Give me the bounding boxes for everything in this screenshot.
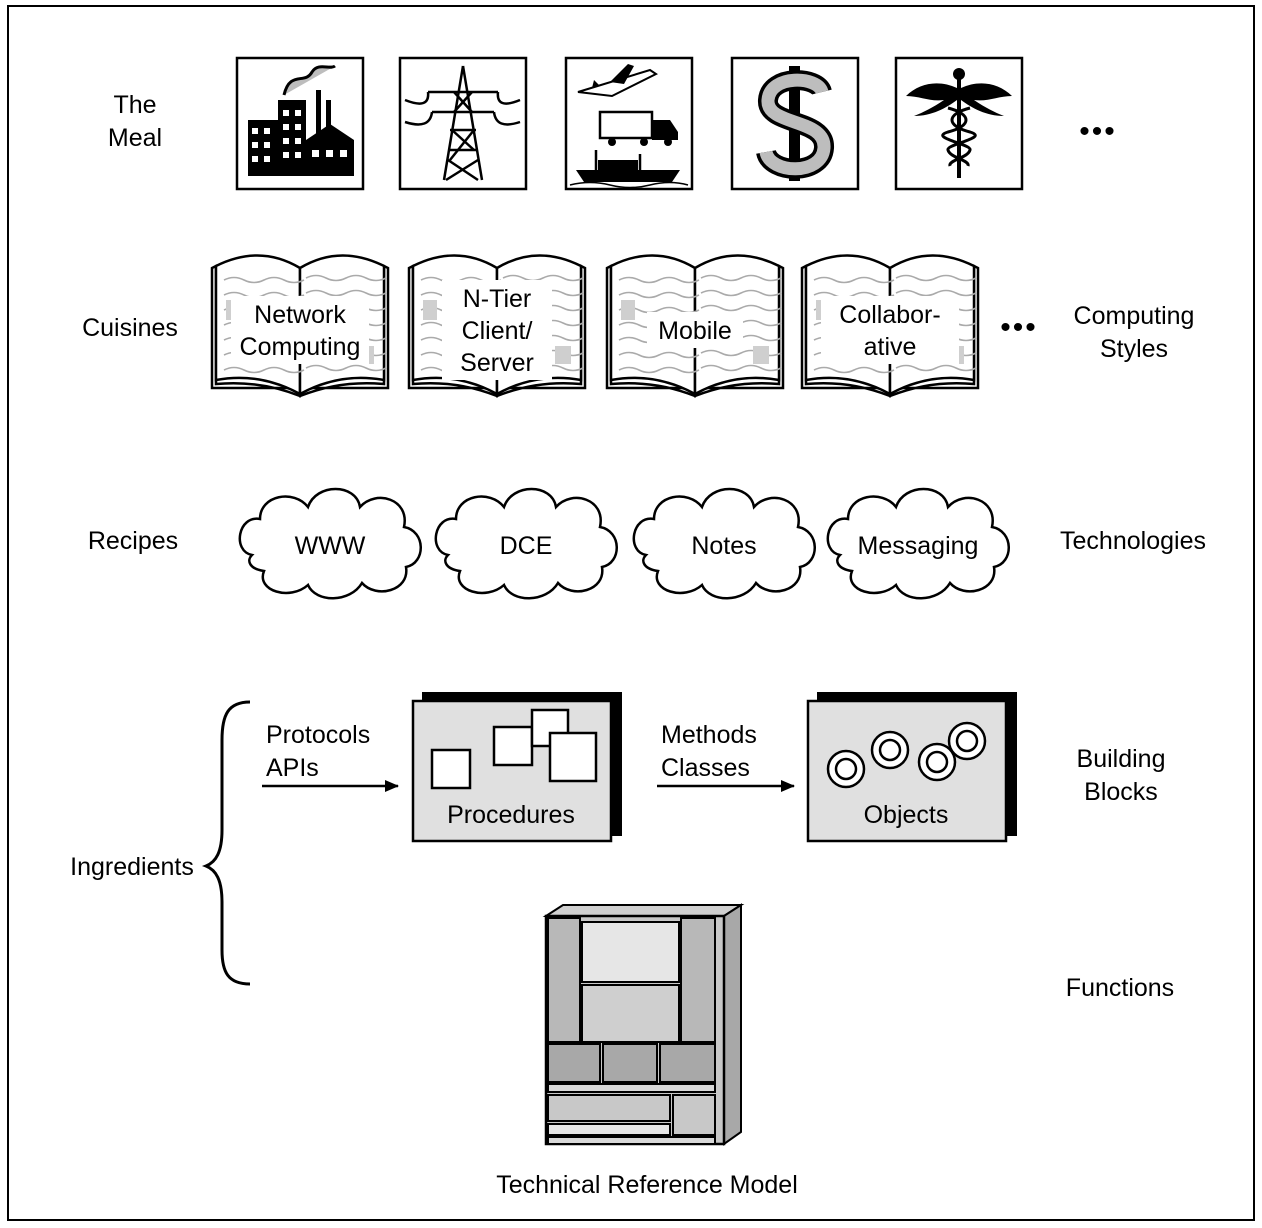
cloud-3-label: Notes — [691, 532, 756, 560]
cloud-1-label: WWW — [295, 532, 366, 560]
procedures-label: Procedures — [447, 801, 575, 829]
ingredients-label: Ingredients — [70, 853, 194, 881]
book-1-label-line2: Computing — [240, 333, 361, 361]
meal-label-line1: The — [113, 91, 156, 119]
meal-ellipsis: ••• — [1079, 115, 1117, 148]
cuisines-ellipsis: ••• — [1000, 311, 1038, 344]
building-blocks-label-line2: Blocks — [1084, 778, 1158, 806]
procedure-square-4 — [548, 731, 598, 783]
transportation-icon — [564, 56, 694, 191]
recipes-label: Recipes — [88, 527, 178, 555]
technical-reference-model-cabinet — [542, 903, 745, 1146]
cloud-1: WWW — [238, 487, 422, 600]
book-3-label-line1: Mobile — [658, 317, 732, 345]
objects-panel: Objects — [806, 692, 1017, 843]
book-2-label-line3: Server — [460, 349, 534, 377]
computing-styles-label-line1: Computing — [1074, 302, 1195, 330]
cloud-2-label: DCE — [500, 532, 553, 560]
dollar-sign-icon — [730, 56, 860, 191]
ingredients-brace — [201, 700, 251, 986]
objects-label: Objects — [864, 801, 949, 829]
caduceus-icon — [894, 56, 1024, 191]
meal-label-line2: Meal — [108, 124, 162, 152]
procedure-square-2 — [492, 725, 534, 767]
book-2-label-line2: Client/ — [462, 317, 533, 345]
classes-label: Classes — [661, 754, 750, 782]
procedures-panel: Procedures — [411, 692, 622, 843]
cloud-4-label: Messaging — [858, 532, 979, 560]
cloud-2: DCE — [434, 487, 618, 600]
cloud-3: Notes — [632, 487, 816, 600]
book-1-label-line1: Network — [254, 301, 346, 329]
apis-label: APIs — [266, 754, 319, 782]
power-tower-icon — [398, 56, 528, 191]
factory-icon — [235, 56, 365, 191]
technologies-label: Technologies — [1060, 527, 1206, 555]
cloud-4: Messaging — [826, 487, 1010, 600]
cuisines-label: Cuisines — [82, 314, 178, 342]
trm-caption: Technical Reference Model — [496, 1171, 798, 1199]
books-group: NetworkComputingN-TierClient/ServerMobil… — [210, 254, 980, 399]
procedure-square-1 — [430, 748, 472, 790]
computing-styles-label-line2: Styles — [1100, 335, 1168, 363]
book-4: Collabor-ative — [800, 254, 980, 399]
protocols-label: Protocols — [266, 721, 370, 749]
clouds-group: WWW DCE Notes Messaging — [238, 487, 1010, 600]
building-blocks-label-line1: Building — [1077, 745, 1166, 773]
book-4-label-line1: Collabor- — [839, 301, 940, 329]
methods-label: Methods — [661, 721, 757, 749]
book-4-label-line2: ative — [864, 333, 917, 361]
book-3: Mobile — [605, 254, 785, 399]
book-2-label-line1: N-Tier — [463, 285, 532, 313]
functions-label: Functions — [1066, 974, 1174, 1002]
